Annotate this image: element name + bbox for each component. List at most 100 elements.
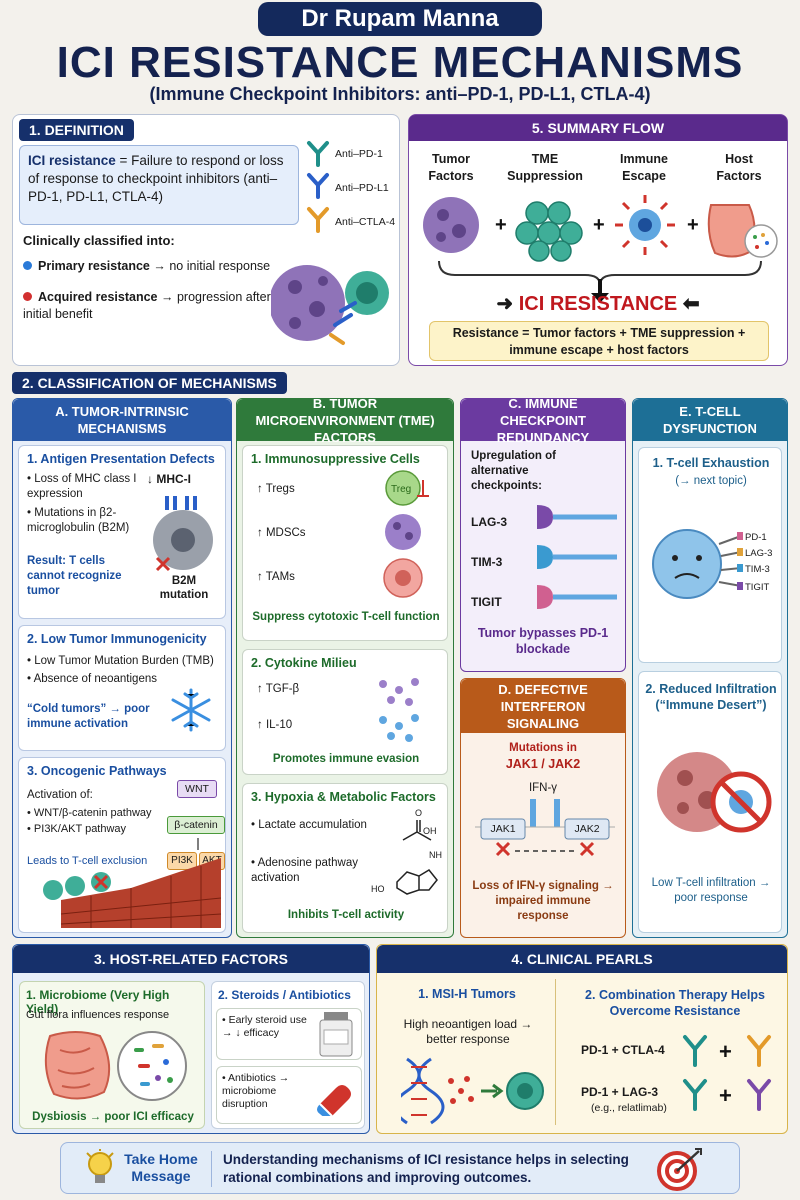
suppressive-cell-icons xyxy=(383,470,429,598)
host-header: 3. HOST-RELATED FACTORS xyxy=(13,945,369,973)
cold-tumor-result: “Cold tumors” → poor immune activation xyxy=(27,703,150,730)
target-icon xyxy=(657,1148,702,1191)
definition-text: = Failure to respond or loss of response… xyxy=(28,153,284,204)
mhc-tumor-cell-icon xyxy=(153,496,213,572)
pd1-antibody-icon xyxy=(683,1035,707,1067)
treg-cell-icon xyxy=(385,470,421,506)
summary-equation: Resistance = Tumor factors + TME suppres… xyxy=(429,321,769,361)
infiltration-heading: 2. Reduced Infiltration xyxy=(645,682,777,696)
cytokine-dots-icon xyxy=(379,678,419,742)
ici-resistance-text: ICI RESISTANCE xyxy=(518,293,678,315)
microbiome-card: 1. Microbiome (Very High Yield) Gut flor… xyxy=(19,981,205,1129)
column-e-header: E. T-CELL DYSFUNCTION xyxy=(633,399,787,441)
tgf-beta-item: ↑ TGF-β xyxy=(257,683,300,695)
tumor-factor-icon xyxy=(423,197,479,253)
svg-text:+: + xyxy=(719,1083,732,1108)
msi-h-section: 1. MSI-H Tumors High neoantigen load → b… xyxy=(383,979,551,1129)
ifn-result: Loss of IFN-γ signaling → impaired immun… xyxy=(472,880,614,922)
tregs-item: ↑ Tregs xyxy=(257,483,295,495)
definition-term: ICI resistance xyxy=(28,153,116,168)
wnt-box: WNT xyxy=(177,780,217,798)
pill-bottle-icon xyxy=(319,1012,353,1057)
tigit-label: TIGIT xyxy=(471,595,502,609)
column-a-tumor-intrinsic: A. TUMOR-INTRINSIC MECHANISMS 1. Antigen… xyxy=(12,398,232,938)
ici-resistance-result: ➜ ICI RESISTANCE ⬅ xyxy=(409,291,787,316)
factor-tme-label: TME Suppression xyxy=(507,152,583,183)
hypoxia-heading: 3. Hypoxia & Metabolic Factors xyxy=(251,790,436,804)
gut-flora-icon xyxy=(44,1031,187,1101)
immunosuppressive-cells-card: 1. Immunosuppressive Cells ↑ Tregs ↑ MDS… xyxy=(242,445,448,641)
steroid-bullet: Early steroid use → ↓ efficacy xyxy=(222,1014,308,1040)
capsule-icon xyxy=(317,1085,351,1116)
t-cell-exclusion-result: Leads to T-cell exclusion xyxy=(27,855,148,867)
infiltration-sub: (“Immune Desert”) xyxy=(655,698,767,712)
arrow-left-icon: ⬅ xyxy=(682,293,700,315)
lag3-receptor-icon xyxy=(537,505,617,529)
microbiome-text: Gut flora influences response xyxy=(26,1009,170,1021)
msi-h-text: High neoantigen load → better response xyxy=(403,1017,533,1046)
b2m-cross-icon xyxy=(155,556,171,572)
beta-catenin-box: β-catenin xyxy=(167,816,225,834)
lightbulb-icon xyxy=(86,1149,114,1183)
mhc-down-label: ↓ MHC-I xyxy=(147,472,191,486)
classification-tag: 2. CLASSIFICATION OF MECHANISMS xyxy=(12,372,287,394)
acquired-resistance-label: Acquired resistance xyxy=(38,290,158,304)
svg-text:+: + xyxy=(593,214,605,236)
antigen-presentation-heading: 1. Antigen Presentation Defects xyxy=(27,452,215,466)
exhaustion-heading: 1. T-cell Exhaustion xyxy=(652,456,770,470)
tcell-exhaustion-card: 1. T-cell Exhaustion (→ next topic) PD-1… xyxy=(638,447,782,663)
column-e-tcell-dysfunction: E. T-CELL DYSFUNCTION 1. T-cell Exhausti… xyxy=(632,398,788,938)
jak1-cross-icon xyxy=(495,841,511,857)
column-c-header: C. IMMUNE CHECKPOINT REDUNDANCY xyxy=(461,396,625,445)
combo-pd1-ctla4: PD-1 + CTLA-4 xyxy=(581,1043,665,1057)
hypoxia-metabolic-card: 3. Hypoxia & Metabolic Factors Lactate a… xyxy=(242,783,448,933)
column-b-tme: B. TUMOR MICROENVIRONMENT (TME) FACTORS … xyxy=(236,396,454,938)
acquired-resistance-row: Acquired resistance → progression after … xyxy=(23,289,273,323)
page-title: ICI RESISTANCE MECHANISMS xyxy=(56,38,744,87)
lactate-o-label: O xyxy=(415,808,423,818)
immunosuppressive-heading: 1. Immunosuppressive Cells xyxy=(251,452,420,466)
t-cell-exclusion-wall xyxy=(43,838,222,928)
summary-factor-icons: + + + xyxy=(423,195,778,262)
antibody-label-pdl1: Anti–PD-L1 xyxy=(335,182,389,194)
definition-box: ICI resistance = Failure to respond or l… xyxy=(19,145,299,225)
primary-resistance-row: Primary resistance → no initial response xyxy=(23,259,293,273)
cytokine-milieu-card: 2. Cytokine Milieu ↑ TGF-β ↑ IL-10 Promo… xyxy=(242,649,448,775)
immune-desert-icon xyxy=(657,752,772,833)
cytokine-heading: 2. Cytokine Milieu xyxy=(251,656,357,670)
low-immunogenicity-heading: 2. Low Tumor Immunogenicity xyxy=(27,632,207,646)
pearls-header: 4. CLINICAL PEARLS xyxy=(377,945,787,973)
pearls-divider xyxy=(555,979,556,1125)
wnt-bullet: WNT/β-catenin pathway xyxy=(27,806,167,821)
jak2-cross-icon xyxy=(579,841,595,857)
author-badge: Dr Rupam Manna xyxy=(258,2,542,36)
antigen-presentation-card: 1. Antigen Presentation Defects Loss of … xyxy=(18,445,226,619)
clinical-pearls-panel: 4. CLINICAL PEARLS 1. MSI-H Tumors High … xyxy=(376,944,788,1134)
tigit-receptor-icon xyxy=(537,585,617,609)
checkpoint-receptor-icons xyxy=(537,505,617,609)
column-d-header: D. DEFECTIVE INTERFERON SIGNALING xyxy=(461,679,625,733)
primary-resistance-text: → no initial response xyxy=(153,259,271,273)
svg-text:+: + xyxy=(687,214,699,236)
combo-pd1-lag3: PD-1 + LAG-3 xyxy=(581,1085,659,1099)
arrow-right-icon: ➜ xyxy=(496,293,514,315)
steroids-heading: 2. Steroids / Antibiotics xyxy=(218,988,351,1002)
pd1-antibody-icon-2 xyxy=(683,1079,707,1111)
factor-immune-label: Immune Escape xyxy=(620,152,668,183)
ifn-gamma-label: IFN-γ xyxy=(528,782,558,794)
snowflake-icon xyxy=(171,688,211,732)
marker-tim3: TIM-3 xyxy=(745,564,770,575)
classified-label: Clinically classified into: xyxy=(23,233,175,248)
tim3-receptor-icon xyxy=(537,545,617,569)
il10-item: ↑ IL-10 xyxy=(257,719,293,731)
cytokine-result: Promotes immune evasion xyxy=(272,753,420,765)
reduced-infiltration-card: 2. Reduced Infiltration (“Immune Desert”… xyxy=(638,671,782,933)
lactate-bullet: Lactate accumulation xyxy=(251,818,381,833)
neoantigen-absence-bullet: Absence of neoantigens xyxy=(27,672,223,687)
take-home-text: Understanding mechanisms of ICI resistan… xyxy=(223,1152,629,1185)
low-tmb-bullet: Low Tumor Mutation Burden (TMB) xyxy=(27,654,223,669)
mutations-label: Mutations in xyxy=(509,742,577,754)
jak-genes-label: JAK1 / JAK2 xyxy=(505,757,581,771)
antibody-label-ctla4: Anti–CTLA-4 xyxy=(335,216,396,228)
immunosuppressive-result: Suppress cytotoxic T-cell function xyxy=(252,611,440,623)
